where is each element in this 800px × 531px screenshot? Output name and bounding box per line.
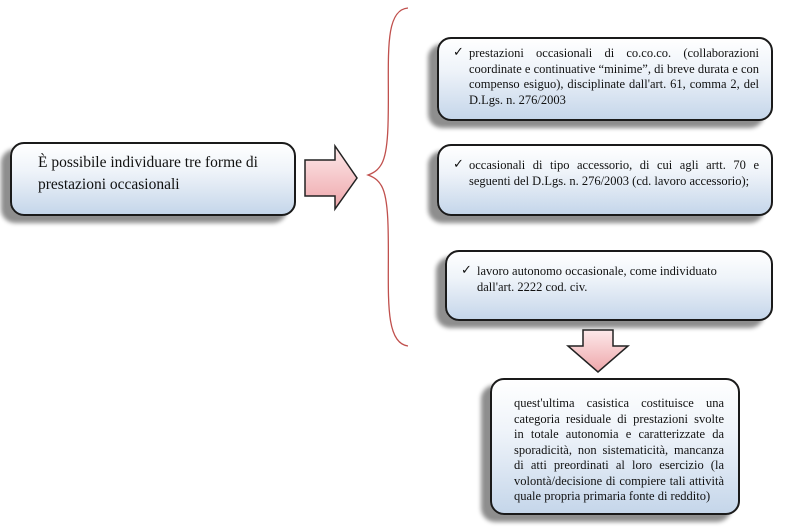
note-text: quest'ultima casistica costituisce una c… xyxy=(514,396,724,503)
item-box-2: ✓ occasionali di tipo accessorio, di cui… xyxy=(437,144,773,216)
check-icon: ✓ xyxy=(453,156,464,171)
main-text: È possibile individuare tre forme di pre… xyxy=(38,154,258,193)
item-text-3: lavoro autonomo occasionale, come indivi… xyxy=(477,264,717,294)
check-icon: ✓ xyxy=(461,262,472,277)
item-text-1: prestazioni occasionali di co.co.co. (co… xyxy=(469,46,759,107)
main-box: È possibile individuare tre forme di pre… xyxy=(10,142,296,216)
check-icon: ✓ xyxy=(453,44,464,59)
right-arrow-icon xyxy=(304,143,358,212)
down-arrow-icon xyxy=(565,329,631,373)
note-box: quest'ultima casistica costituisce una c… xyxy=(490,378,740,515)
brace-icon xyxy=(366,7,409,347)
item-box-1: ✓ prestazioni occasionali di co.co.co. (… xyxy=(437,37,773,121)
item-box-3: ✓ lavoro autonomo occasionale, come indi… xyxy=(445,250,773,321)
item-text-2: occasionali di tipo accessorio, di cui a… xyxy=(469,158,759,188)
